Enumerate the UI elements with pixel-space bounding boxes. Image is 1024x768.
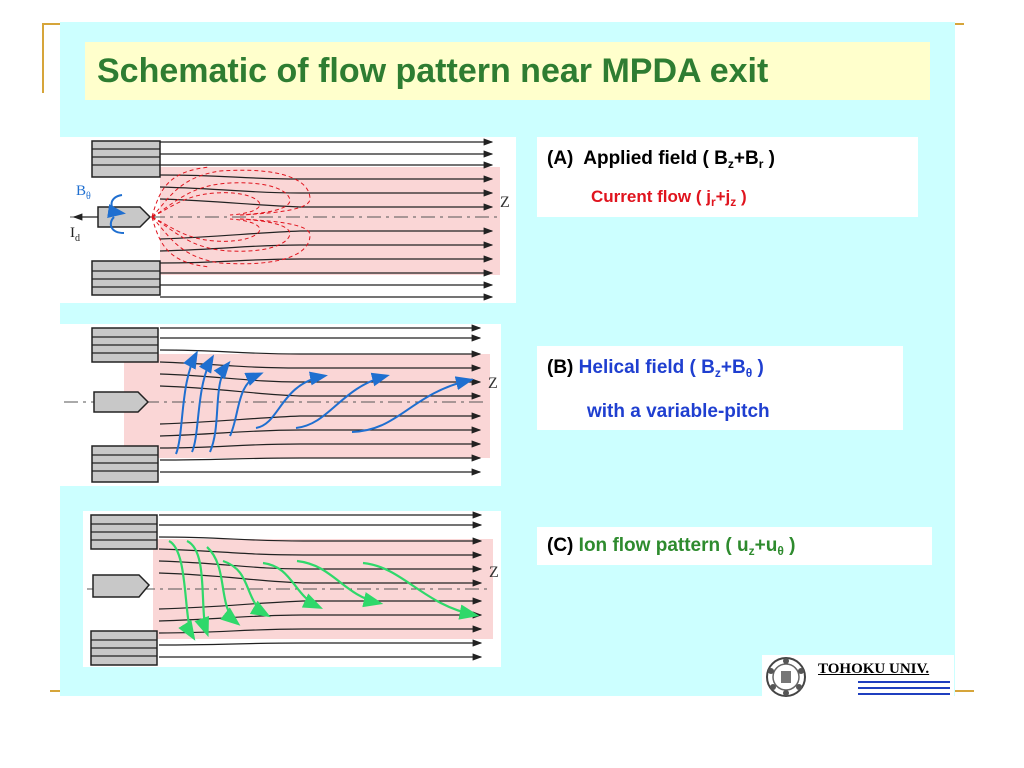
label-a-line2: Current flow ( jr+jz ) — [591, 187, 747, 209]
plume-region — [160, 167, 500, 275]
label-box-b: (B) Helical field ( Bz+Bθ ) with a varia… — [537, 346, 903, 430]
magnetic-field-lines — [159, 138, 494, 301]
b-theta-arrow — [107, 194, 126, 218]
helical-field-lines — [175, 350, 474, 455]
cathode — [97, 206, 152, 228]
title-box: Schematic of flow pattern near MPDA exit — [85, 42, 930, 100]
label-b-line2: with a variable-pitch — [587, 401, 770, 422]
logo-bar-2 — [858, 687, 950, 689]
slide-title: Schematic of flow pattern near MPDA exit — [97, 52, 769, 90]
label-b-prefix: (B) — [547, 357, 574, 378]
university-logo: TOHOKU UNIV. — [762, 655, 954, 700]
figure-a: Z Bθ Id — [60, 137, 516, 303]
label-b-line1: (B) Helical field ( Bz+Bθ ) — [547, 357, 764, 380]
figure-b: Z — [60, 324, 501, 486]
university-name: TOHOKU UNIV. — [818, 661, 930, 677]
cathode — [93, 391, 150, 413]
anode-bottom — [91, 260, 161, 296]
anode-top — [91, 140, 161, 178]
label-a-line1: (A) Applied field ( Bz+Br ) — [547, 148, 775, 171]
z-axis-label: Z — [500, 194, 510, 211]
logo-bar-3 — [858, 693, 950, 695]
label-box-c: (C) Ion flow pattern ( uz+uθ ) — [537, 527, 932, 565]
label-c-prefix: (C) — [547, 535, 574, 556]
plume-region — [124, 354, 490, 458]
frame-line-left — [42, 23, 44, 93]
university-emblem-icon — [766, 657, 806, 697]
figure-c: Z — [83, 511, 501, 667]
current-flow-lines — [151, 166, 311, 268]
ion-flow-lines — [168, 539, 480, 641]
label-box-a: (A) Applied field ( Bz+Br ) Current flow… — [537, 137, 918, 217]
discharge-current-label: Id — [70, 225, 80, 244]
anode-bottom — [91, 445, 159, 483]
z-axis-label: Z — [489, 564, 499, 581]
logo-bar-1 — [858, 681, 950, 683]
label-a-prefix: (A) — [547, 148, 574, 169]
z-axis-label: Z — [488, 375, 498, 392]
cathode — [92, 574, 151, 598]
label-c-line1: (C) Ion flow pattern ( uz+uθ ) — [547, 535, 796, 558]
magnetic-field-lines — [159, 324, 482, 476]
b-theta-label: Bθ — [76, 183, 91, 202]
